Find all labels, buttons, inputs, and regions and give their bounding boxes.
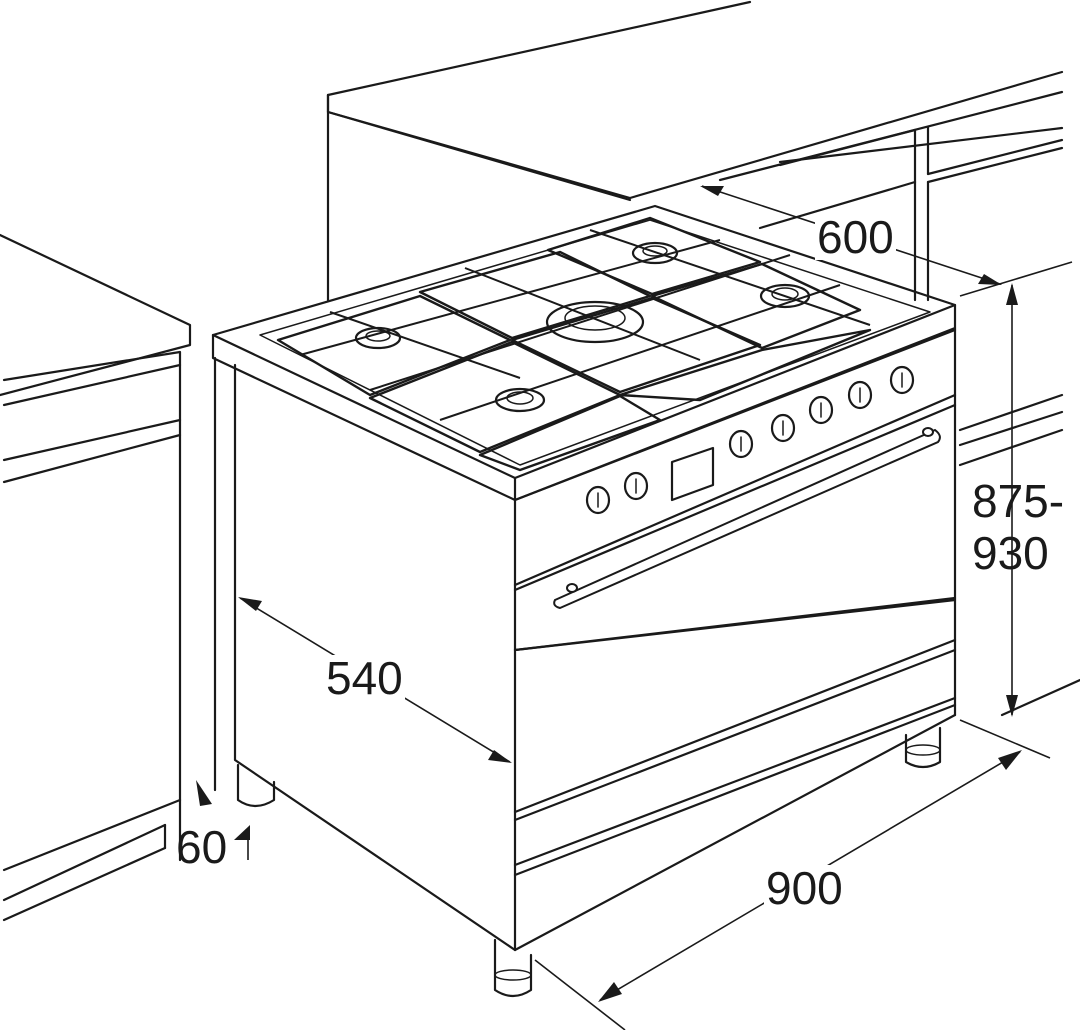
knob-icon: [728, 429, 754, 459]
height-dimension-label-line1: 875-: [972, 475, 1065, 527]
side-depth-dimension-label: 540: [324, 652, 405, 704]
knob-icon: [623, 471, 649, 501]
left-cabinet: [0, 233, 192, 922]
dimension-lines: [196, 185, 1073, 1030]
pan-support-grates: [276, 216, 872, 472]
height-dimension-label-line2: 930: [972, 527, 1049, 579]
burner-icon: [494, 387, 546, 413]
oven-door-handle: [553, 427, 941, 610]
burner-icon: [631, 241, 679, 265]
timer-display: [670, 446, 715, 502]
plinth-dimension-label: 60: [176, 821, 228, 873]
knob-icon: [847, 380, 873, 410]
back-worktop-cabinet: [326, 0, 1080, 717]
knob-icon: [770, 413, 796, 443]
cooker-feet: [236, 726, 942, 998]
cooker-body: [211, 204, 957, 952]
control-knobs: [585, 365, 915, 515]
knob-icon: [585, 485, 611, 515]
knob-icon: [889, 365, 915, 395]
burner-icon: [354, 326, 402, 350]
depth-dimension-label: 600: [815, 211, 896, 263]
burner-icon: [545, 300, 645, 344]
knob-icon: [808, 395, 834, 425]
burners: [354, 241, 811, 413]
burner-icon: [759, 283, 811, 309]
width-dimension-label: 900: [764, 862, 845, 914]
